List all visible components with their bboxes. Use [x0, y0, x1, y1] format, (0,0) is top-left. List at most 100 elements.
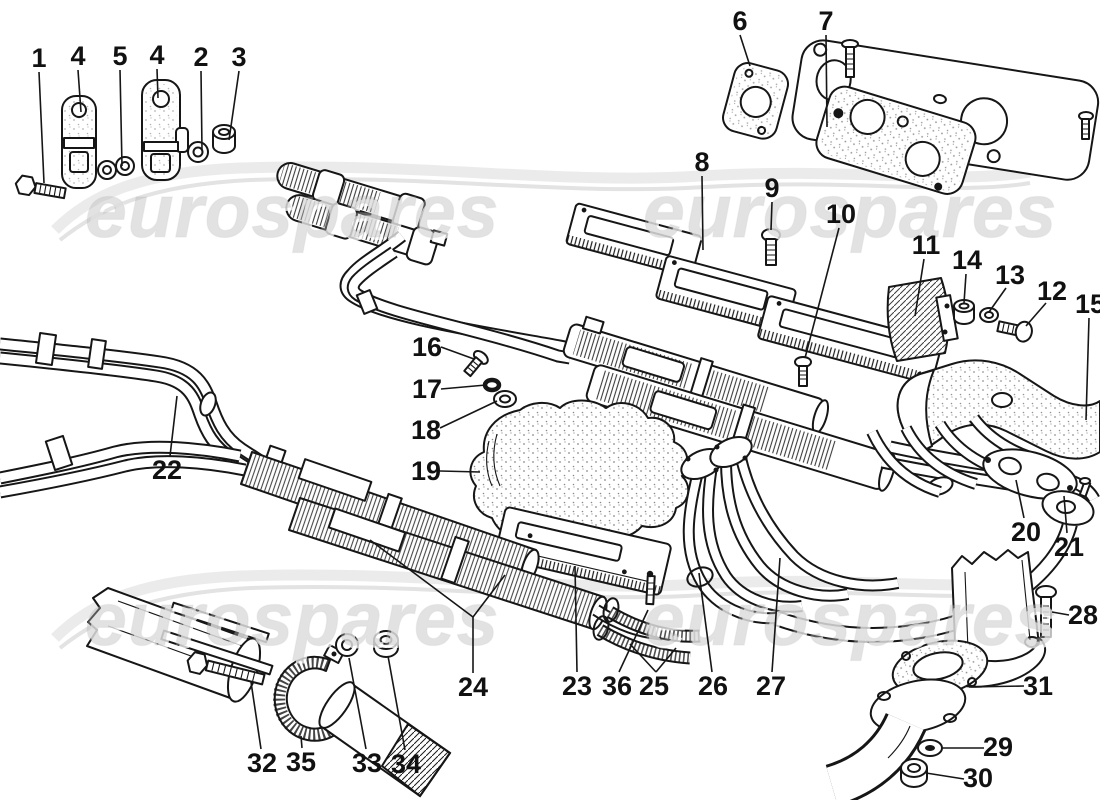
part-callout-22: 22: [152, 455, 182, 485]
mount-tube: [318, 681, 452, 798]
leader-line-32: [250, 681, 262, 750]
watermark-text-shadow: eurospares: [646, 580, 1060, 664]
part-callout-11: 11: [912, 230, 941, 260]
heat-shield-blob: [469, 399, 690, 546]
pipe-clamp: [34, 332, 58, 366]
port-flange: [1041, 490, 1095, 526]
leader-line-5: [119, 69, 123, 167]
bolt: [14, 174, 67, 200]
leader-line-16: [440, 346, 475, 360]
part-callout-5: 5: [112, 41, 127, 71]
bolt: [794, 356, 812, 387]
heat-shield: [655, 255, 797, 333]
watermark-text: eurospares: [643, 169, 1057, 253]
leader-line-12: [1025, 302, 1047, 327]
leader-line-25: [655, 647, 677, 673]
leader-line-21: [1063, 495, 1068, 534]
clamp-bolt: [186, 651, 266, 686]
leader-line-36: [618, 609, 649, 673]
pipe-clamp: [199, 391, 217, 417]
part-callout-35: 35: [286, 747, 316, 777]
flange: [709, 435, 753, 469]
leader-line-18: [439, 400, 498, 429]
hanger-tab: [265, 444, 287, 464]
watermark-text: eurospares: [85, 577, 499, 661]
part-callout-4: 4: [149, 40, 164, 70]
part-callout-32: 32: [247, 748, 277, 778]
leader-line-4: [156, 68, 159, 99]
part-callout-15: 15: [1075, 289, 1100, 319]
leader-line-20: [1015, 479, 1025, 519]
leader-line-25: [629, 643, 657, 673]
watermark-text-shadow: eurospares: [88, 172, 502, 256]
part-callout-12: 12: [1037, 276, 1067, 306]
part-callout-34: 34: [391, 749, 421, 779]
leader-line-31: [968, 685, 1025, 688]
leader-line-15: [1085, 317, 1090, 421]
stud-pin: [645, 570, 656, 606]
leader-line-7: [825, 34, 828, 128]
bolt: [1035, 585, 1057, 638]
part-callout-2: 2: [193, 42, 208, 72]
leader-line-17: [440, 384, 487, 390]
leader-line-2: [200, 70, 203, 151]
leader-line-33: [348, 657, 367, 750]
watermark-text: eurospares: [85, 169, 499, 253]
washer: [187, 141, 209, 163]
part-callout-28: 28: [1068, 600, 1098, 630]
flex-pipes: [592, 597, 701, 665]
front-pipe-run: [0, 332, 266, 499]
nut: [900, 758, 928, 788]
leader-line-23: [574, 565, 578, 673]
washer: [979, 307, 999, 323]
leader-line-10: [804, 227, 840, 359]
leader-line-4: [77, 69, 82, 113]
leader-line-11: [914, 258, 925, 317]
pipe-clamp: [87, 338, 107, 370]
hanger-bracket: [61, 95, 97, 189]
part-callout-36: 36: [602, 671, 632, 701]
nut: [212, 124, 236, 154]
watermark-text-shadow: eurospares: [88, 580, 502, 664]
leader-line-24: [472, 574, 506, 618]
rear-muffler-upper: [562, 315, 896, 492]
watermark-text-shadow: eurospares: [646, 172, 1060, 256]
mounting-hardware: [14, 79, 236, 200]
leader-line-9: [770, 201, 773, 231]
leader-line-3: [228, 70, 240, 141]
part-callout-23: 23: [562, 671, 592, 701]
leader-line-6: [739, 34, 751, 67]
downpipe-group: [825, 549, 1057, 800]
part-callout-21: 21: [1054, 532, 1084, 562]
leader-line-34: [387, 655, 406, 751]
part-callout-14: 14: [952, 245, 982, 275]
exhaust-manifold: [896, 359, 1100, 460]
hanger-tab: [429, 229, 449, 247]
stud-bolt: [841, 39, 859, 78]
heat-shields: [565, 202, 959, 385]
leader-line-19: [439, 470, 481, 473]
hanger-tab: [581, 315, 605, 335]
watermark-layer: eurospares eurospares eurospares eurospares…: [84, 168, 1060, 664]
flanged-nut: [373, 630, 399, 658]
part-callout-33: 33: [352, 748, 382, 778]
leader-line-28: [1051, 611, 1070, 616]
part-callout-18: 18: [411, 415, 441, 445]
part-callout-7: 7: [818, 6, 833, 36]
leader-line-14: [963, 273, 967, 304]
part-callout-26: 26: [698, 671, 728, 701]
washers: [97, 156, 135, 180]
part-callout-25: 25: [639, 671, 669, 701]
shield-end-cap: [886, 277, 959, 362]
part-callout-10: 10: [826, 199, 856, 229]
part-callout-13: 13: [995, 260, 1025, 290]
bolt: [996, 320, 1033, 343]
nut: [953, 299, 975, 325]
washer: [917, 739, 943, 757]
leader-line-26: [698, 572, 713, 673]
bolt: [463, 349, 489, 378]
part-callout-27: 27: [756, 671, 786, 701]
washer: [335, 633, 359, 657]
watermark-text: eurospares: [643, 577, 1057, 661]
